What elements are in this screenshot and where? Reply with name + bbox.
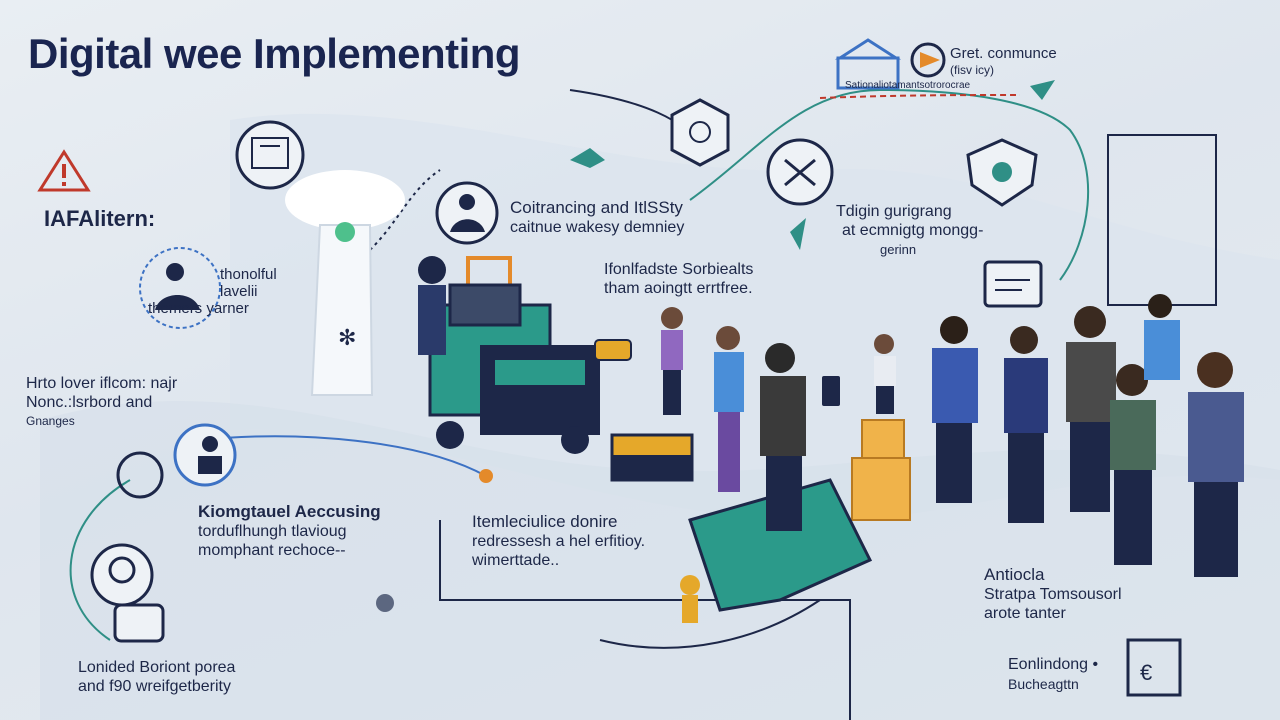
monitor-icon — [983, 260, 1043, 308]
tool-icon — [766, 138, 834, 206]
right-top-text: Tdigin gurigrang at ecmnigtg mongg- geri… — [836, 202, 983, 259]
svg-text:✻: ✻ — [338, 325, 356, 350]
left-sub: thonolful lavelii themers yarner — [148, 266, 277, 317]
page-title: Digital wee Implementing — [28, 30, 521, 77]
left-mid-line: Nonc.:lsrbord and — [26, 394, 153, 411]
person-icon — [435, 181, 499, 245]
home-icon — [834, 38, 902, 90]
right-bottom-heading: Antiocla — [984, 565, 1045, 584]
svg-text:€: € — [1140, 660, 1152, 685]
header-note-line1: Gret. conmunce — [950, 45, 1057, 62]
worker-figure — [418, 256, 446, 355]
person-figure — [661, 307, 683, 415]
left-sub-line: lavelii — [220, 283, 258, 300]
pendant-icon — [376, 594, 394, 612]
left-mid-line: Gnanges — [26, 414, 75, 428]
left-bottom-text: Lonided Boriont porea and f90 wreifgetbe… — [78, 658, 235, 696]
center-low-line: redressesh a hel erfitioy. — [472, 533, 646, 550]
left-sub-line: thonolful — [220, 266, 277, 283]
header-note: Gret. conmunce (fisv icy) — [950, 46, 1057, 78]
workspace-icon — [235, 120, 305, 190]
right-top-line: at ecmnigtg mongg- — [842, 222, 984, 239]
right-top-line: Tdigin gurigrang — [836, 203, 952, 220]
center-mid-text: Ifonlfadste Sorbiealts tham aoingtt errt… — [604, 260, 753, 298]
warning-icon — [37, 149, 91, 192]
badge-icon — [670, 98, 730, 167]
machine-icon — [428, 256, 600, 454]
person-figure — [1066, 306, 1116, 512]
header-note-line2: (fisv icy) — [950, 63, 994, 77]
left-mid-text: Hrto lover iflcom: najr Nonc.:lsrbord an… — [26, 374, 177, 431]
beacon-tower-icon: ✻ — [285, 170, 405, 396]
worker-icon — [139, 247, 221, 329]
shield-icon — [966, 138, 1038, 207]
person-figure — [932, 316, 978, 503]
left-bottom-line: Lonided Boriont porea — [78, 659, 236, 676]
bulb-icon — [116, 451, 164, 499]
left-bottom-line: and f90 wreifgetberity — [78, 678, 231, 695]
left-mid-line: Hrto lover iflcom: najr — [26, 375, 178, 392]
center-mid-line: Ifonlfadste Sorbiealts — [604, 261, 754, 278]
connector-node — [479, 469, 493, 483]
network-icon — [90, 543, 165, 643]
person-figure — [714, 326, 744, 492]
person-figure — [1188, 352, 1244, 577]
flag-icon — [910, 42, 946, 78]
person-figure — [1004, 326, 1048, 523]
person-figure — [760, 343, 806, 531]
leaf-icon — [570, 80, 1055, 250]
left-accent-heading: Kiomgtauel Aeccusing — [198, 502, 381, 521]
tablet-icon — [822, 376, 840, 406]
right-top-line: gerinn — [880, 242, 917, 257]
header-note-line3: Sationaliotamantsotrorocrae — [845, 80, 971, 91]
person-figure — [874, 334, 896, 414]
center-mid-line: tham aoingtt errtfree. — [604, 280, 753, 297]
robot-icon — [680, 575, 700, 623]
box-icon — [851, 419, 911, 521]
person-figure — [1110, 364, 1156, 565]
right-corner-body: Bucheagttn — [1008, 676, 1079, 692]
center-top-body: caitnue wakesy demniey — [510, 219, 685, 236]
left-accent-body: torduflhungh tlavioug momphant rechoce-- — [198, 522, 347, 560]
right-bottom-line: arote tanter — [984, 605, 1066, 622]
box-icon — [610, 433, 694, 482]
center-low-body: redressesh a hel erfitioy. wimerttade.. — [472, 532, 645, 570]
right-bottom-body: Stratpa Tomsousorl arote tanter — [984, 585, 1122, 623]
left-sub-line: themers yarner — [148, 300, 249, 317]
person-figure — [1144, 294, 1180, 380]
drone-icon — [594, 339, 632, 361]
case-small-icon: € — [1126, 638, 1182, 697]
center-low-heading: Itemleciulice donire — [472, 512, 618, 531]
left-accent-line: torduflhungh tlavioug — [198, 523, 347, 540]
right-bottom-line: Stratpa Tomsousorl — [984, 586, 1122, 603]
case-icon — [688, 478, 873, 612]
center-low-line: wimerttade.. — [472, 552, 560, 569]
right-corner-heading: Eonlindong • — [1008, 656, 1099, 673]
left-heading: IAFAlitern: — [44, 206, 156, 231]
person-icon — [173, 423, 237, 487]
people-group — [661, 294, 1244, 577]
center-top-heading: Coitrancing and ItlSSty — [510, 198, 683, 217]
left-accent-line: momphant rechoce-- — [198, 542, 346, 559]
